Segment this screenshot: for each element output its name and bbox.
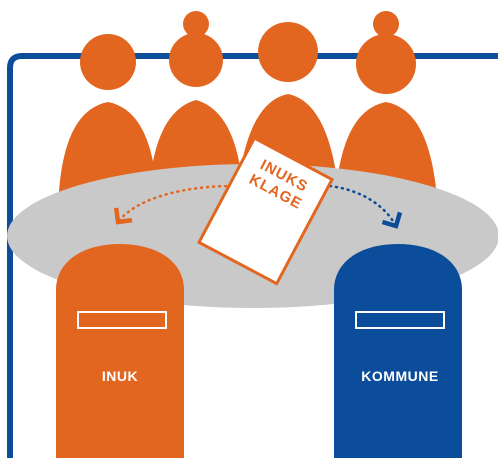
mailbox-icon	[334, 244, 462, 458]
mailbox-slot	[355, 311, 445, 329]
mailbox-label-inuk: INUK	[102, 368, 138, 384]
mailbox-label-kommune: KOMMUNE	[361, 368, 438, 384]
arrow-icon	[328, 184, 403, 229]
mailbox-inuk: INUK	[56, 244, 184, 458]
mailbox-icon	[56, 244, 184, 458]
mailbox-kommune: KOMMUNE	[334, 244, 462, 458]
frame-border	[7, 53, 498, 458]
document-icon: INUKS KLAGE	[196, 136, 335, 286]
arrow-icon	[113, 184, 234, 225]
mailbox-slot	[77, 311, 167, 329]
